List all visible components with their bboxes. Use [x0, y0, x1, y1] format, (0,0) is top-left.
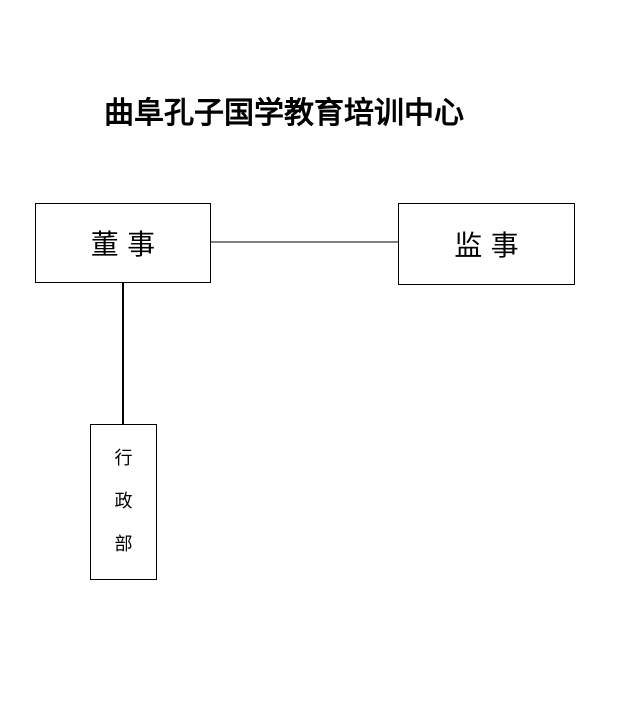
org-node-jianshi: 监事	[398, 203, 575, 285]
org-node-dongshi-label: 董事	[90, 230, 164, 261]
org-node-xingzhengbu-char-2: 政	[114, 491, 133, 511]
org-node-xingzhengbu: 行 政 部	[90, 424, 157, 580]
connector-dongshi-jianshi	[211, 241, 398, 243]
connector-dongshi-xingzhengbu	[122, 283, 124, 424]
org-node-jianshi-label: 监事	[454, 231, 528, 262]
org-chart-title: 曲阜孔子国学教育培训中心	[104, 97, 464, 130]
org-node-dongshi: 董事	[35, 203, 211, 283]
org-node-xingzhengbu-char-1: 行	[114, 448, 133, 468]
org-node-xingzhengbu-char-3: 部	[114, 534, 133, 554]
